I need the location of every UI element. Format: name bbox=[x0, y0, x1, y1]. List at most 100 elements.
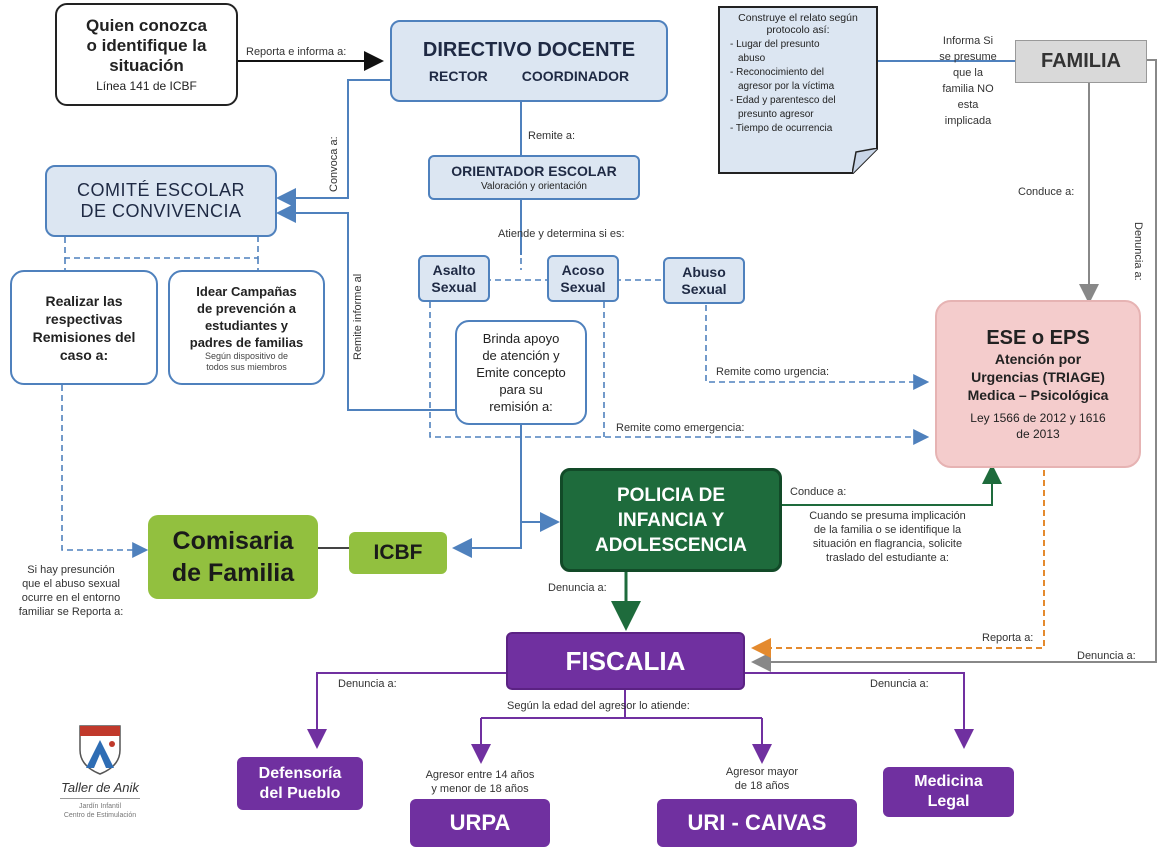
label-presuncion-line: ocurre en el entorno bbox=[21, 592, 121, 604]
label-informa-line: Informa Si bbox=[942, 35, 994, 47]
medicina-line2: Legal bbox=[927, 793, 970, 810]
label-informa-line: se presume bbox=[939, 51, 997, 63]
campanas-sub1: Según dispositivo de bbox=[204, 350, 289, 361]
asalto-line2: Sexual bbox=[431, 278, 477, 295]
asalto-sexual-box: Asalto Sexual bbox=[418, 255, 490, 302]
reporter-line3: situación bbox=[109, 56, 184, 75]
label-urgencia: Remite como urgencia: bbox=[716, 366, 830, 378]
uri-title: URI - CAIVAS bbox=[687, 810, 827, 835]
protocol-note: Construye el relato según protocolo así:… bbox=[718, 6, 878, 174]
label-reporta-ese: Reporta a: bbox=[982, 632, 1034, 644]
label-cuando-line: situación en flagrancia, solicite bbox=[812, 538, 963, 550]
reporter-line1: Quien conozca bbox=[86, 16, 207, 35]
logo-sub1: Jardín Infantil bbox=[78, 803, 122, 810]
fiscalia-title: FISCALIA bbox=[565, 645, 686, 676]
label-emergencia: Remite como emergencia: bbox=[616, 422, 745, 434]
urpa-title: URPA bbox=[449, 810, 511, 835]
label-segun-edad: Según la edad del agresor lo atiende: bbox=[507, 700, 690, 712]
protocol-item: presunto agresor bbox=[738, 109, 814, 120]
protocol-title-1: Construye el relato según bbox=[738, 12, 858, 24]
reporter-line2: o identifique la bbox=[86, 36, 207, 55]
label-informa: Informa Si se presume que la familia NO … bbox=[928, 33, 1008, 129]
protocol-item: agresor por la víctima bbox=[738, 81, 835, 92]
apoyo-line4: para su bbox=[499, 382, 543, 397]
label-agresor-menor-line: Agresor entre 14 años bbox=[425, 769, 535, 781]
medicina-line1: Medicina bbox=[914, 773, 983, 790]
remisiones-line1: Realizar las bbox=[45, 292, 123, 309]
urpa-box: URPA bbox=[410, 799, 550, 847]
label-cuando-line: de la familia o se identifique la bbox=[813, 524, 962, 536]
label-denuncia-policia: Denuncia a: bbox=[548, 582, 607, 594]
comite-line1: COMITÉ ESCOLAR bbox=[76, 180, 246, 200]
remisiones-line3: Remisiones del bbox=[32, 328, 136, 345]
campanas-line1: Idear Campañas bbox=[196, 283, 297, 299]
ese-title: ESE o EPS bbox=[986, 327, 1090, 349]
apoyo-line2: de atención y bbox=[482, 348, 560, 363]
apoyo-line1: Brinda apoyo bbox=[482, 331, 560, 346]
uri-caivas-box: URI - CAIVAS bbox=[657, 799, 857, 847]
campanas-line2: de prevención a bbox=[197, 300, 296, 316]
label-denuncia-left: Denuncia a: bbox=[338, 678, 397, 690]
policia-box: POLICIA DE INFANCIA Y ADOLESCENCIA bbox=[560, 468, 782, 572]
directivo-title: DIRECTIVO DOCENTE bbox=[422, 38, 636, 61]
logo: Taller de Anik Jardín Infantil Centro de… bbox=[50, 720, 150, 820]
label-presuncion-line: que el abuso sexual bbox=[22, 578, 120, 590]
label-agresor-mayor-line: Agresor mayor bbox=[725, 766, 799, 778]
icbf-title: ICBF bbox=[373, 541, 423, 564]
comite-line2: DE CONVIVENCIA bbox=[80, 201, 242, 221]
label-denuncia-side: Denuncia a: bbox=[1132, 222, 1144, 281]
remisiones-line4: caso a: bbox=[59, 346, 109, 363]
ese-line3: Medica – Psicológica bbox=[967, 387, 1109, 403]
campanas-sub2: todos sus miembros bbox=[206, 361, 287, 372]
directivo-docente-box: DIRECTIVO DOCENTE RECTOR COORDINADOR bbox=[390, 20, 668, 102]
comite-box: COMITÉ ESCOLAR DE CONVIVENCIA bbox=[45, 165, 277, 237]
comisaria-line1: Comisaria bbox=[172, 527, 294, 555]
label-convoca: Convoca a: bbox=[328, 136, 340, 192]
label-remite-informe: Remite informe al bbox=[352, 273, 364, 360]
familia-title: FAMILIA bbox=[1041, 50, 1121, 72]
label-conduce-familia: Conduce a: bbox=[1018, 186, 1075, 198]
defensoria-line2: del Pueblo bbox=[259, 784, 341, 802]
campanas-box: Idear Campañas de prevención a estudiant… bbox=[168, 270, 325, 385]
protocol-item: - Lugar del presunto bbox=[730, 39, 820, 50]
label-remite-a: Remite a: bbox=[528, 130, 576, 142]
ese-line4: Ley 1566 de 2012 y 1616 bbox=[970, 411, 1106, 425]
label-conduce-policia: Conduce a: bbox=[790, 486, 847, 498]
orientador-box: ORIENTADOR ESCOLAR Valoración y orientac… bbox=[428, 155, 640, 200]
logo-name: Taller de Anik bbox=[61, 780, 139, 795]
reporter-sub: Línea 141 de ICBF bbox=[96, 79, 197, 93]
familia-box: FAMILIA bbox=[1015, 40, 1147, 83]
defensoria-box: Defensoría del Pueblo bbox=[237, 757, 363, 810]
protocol-item: - Reconocimiento del bbox=[730, 67, 824, 78]
comisaria-line2: de Familia bbox=[171, 559, 295, 587]
protocol-item: - Edad y parentesco del bbox=[730, 95, 836, 106]
defensoria-line1: Defensoría bbox=[258, 764, 342, 782]
label-cuando-line: traslado del estudiante a: bbox=[826, 552, 949, 564]
medicina-legal-box: Medicina Legal bbox=[883, 767, 1014, 817]
icbf-box: ICBF bbox=[349, 532, 447, 574]
coordinador-label: COORDINADOR bbox=[521, 67, 630, 84]
apoyo-line3: Emite concepto bbox=[476, 365, 566, 380]
ese-eps-box: ESE o EPS Atención por Urgencias (TRIAGE… bbox=[935, 300, 1141, 468]
fiscalia-box: FISCALIA bbox=[506, 632, 745, 690]
apoyo-box: Brinda apoyo de atención y Emite concept… bbox=[455, 320, 587, 425]
abuso-sexual-box: Abuso Sexual bbox=[663, 257, 745, 304]
remisiones-line2: respectivas bbox=[45, 310, 123, 327]
comisaria-box: Comisaria de Familia bbox=[148, 515, 318, 599]
reporter-box: Quien conozca o identifique la situación… bbox=[55, 3, 238, 106]
policia-line1: POLICIA DE bbox=[616, 484, 726, 506]
campanas-line3: estudiantes y bbox=[204, 317, 289, 333]
label-agresor-mayor-line: de 18 años bbox=[734, 780, 790, 792]
ese-line1: Atención por bbox=[994, 351, 1082, 367]
label-atiende: Atiende y determina si es: bbox=[498, 228, 625, 240]
apoyo-line5: remisión a: bbox=[489, 399, 553, 414]
policia-line3: ADOLESCENCIA bbox=[594, 534, 747, 556]
label-informa-line: esta bbox=[957, 99, 979, 111]
remisiones-box: Realizar las respectivas Remisiones del … bbox=[10, 270, 158, 385]
acoso-line1: Acoso bbox=[561, 261, 605, 278]
acoso-line2: Sexual bbox=[560, 278, 606, 295]
label-agresor-menor: Agresor entre 14 años y menor de 18 años bbox=[405, 768, 555, 796]
label-informa-line: implicada bbox=[944, 115, 992, 127]
abuso-line2: Sexual bbox=[681, 280, 727, 297]
ese-line5: de 2013 bbox=[1016, 427, 1060, 441]
